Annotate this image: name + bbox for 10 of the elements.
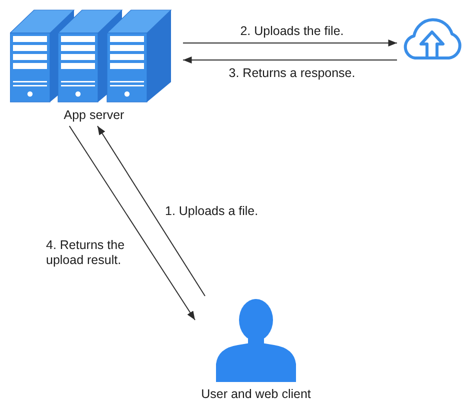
- edge-label: 1. Uploads a file.: [165, 204, 260, 219]
- node-label: User and web client: [201, 387, 311, 402]
- edge-label: 3. Returns a response.: [228, 66, 356, 81]
- arrow: [68, 126, 196, 320]
- edge-label: 4. Returns the upload result.: [46, 238, 126, 268]
- edge-label: 2. Uploads the file.: [239, 24, 345, 39]
- arrow: [182, 40, 398, 46]
- arrow: [97, 126, 206, 296]
- node-label: App server: [64, 108, 124, 123]
- arrow: [182, 56, 398, 64]
